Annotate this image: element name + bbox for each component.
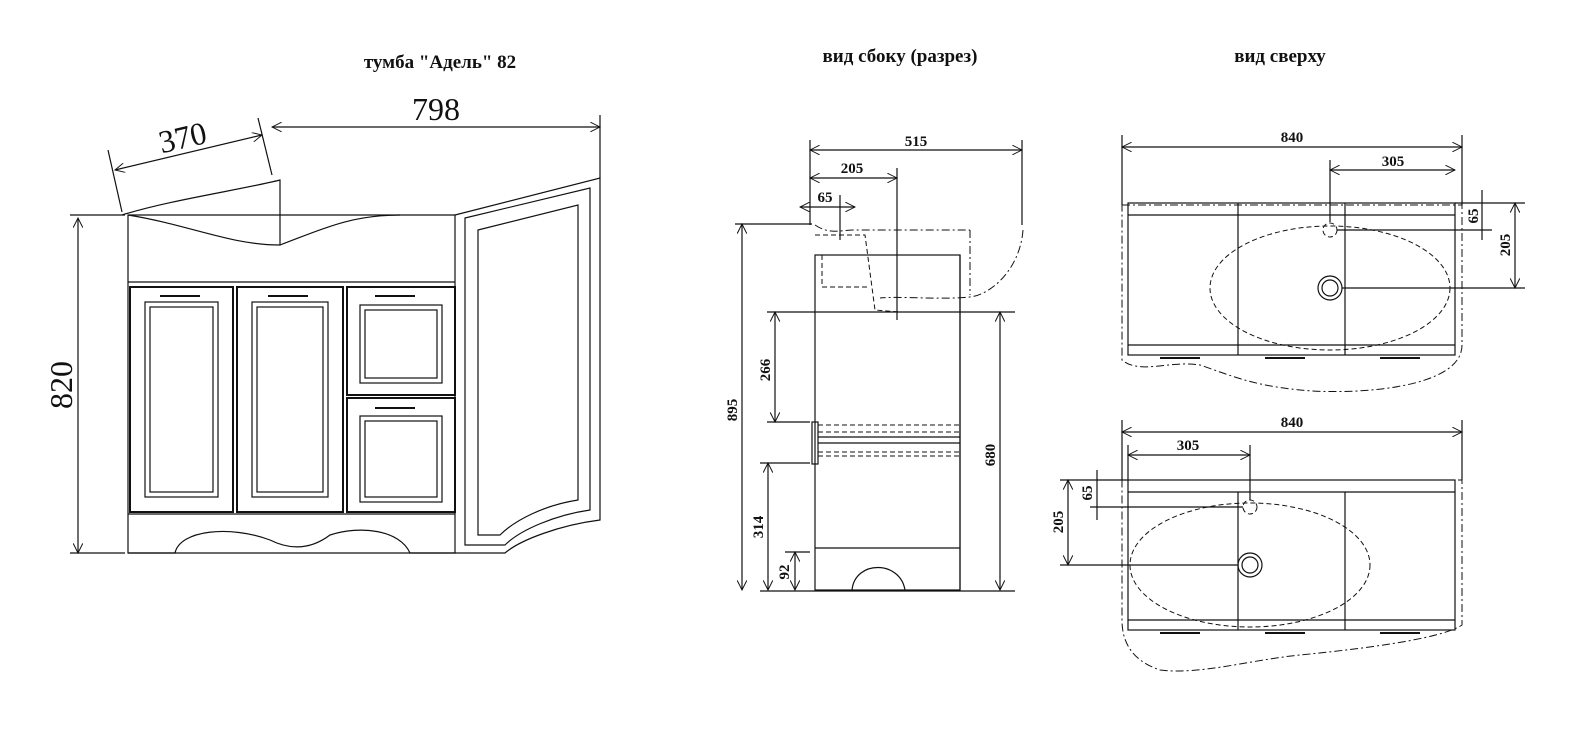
- side-plinth-dimension: 92: [777, 565, 793, 580]
- side-total-height-dimension: 895: [725, 399, 741, 422]
- top2-offset-dimension: 305: [1177, 438, 1200, 454]
- top-view-left-sink: 840 305 65 205: [1051, 415, 1462, 672]
- door-left: [129, 286, 234, 513]
- top-view-right-sink: 840 305 65 205: [1122, 130, 1525, 393]
- side-drain-dimension: 205: [841, 161, 864, 177]
- drawer-top: [346, 286, 456, 396]
- front-view-title: тумба "Адель" 82: [364, 52, 516, 73]
- side-view: 515 205 65 895 266 314 92 680: [725, 134, 1024, 592]
- side-siphon-dimension: 266: [758, 358, 774, 381]
- side-depth-dimension: 515: [905, 134, 928, 150]
- top2-width-dimension: 840: [1281, 415, 1304, 431]
- front-height-dimension: 820: [43, 361, 79, 409]
- front-depth-dimension: 370: [155, 114, 210, 160]
- side-shelf-height-dimension: 314: [751, 515, 767, 538]
- side-view-title: вид сбоку (разрез): [823, 46, 978, 67]
- side-cabinet-height-dimension: 680: [983, 444, 999, 467]
- top1-tap-dimension: 65: [1466, 209, 1482, 224]
- top1-offset-dimension: 305: [1382, 154, 1405, 170]
- front-width-dimension: 798: [412, 91, 460, 127]
- top1-drain-dimension: 205: [1498, 234, 1514, 257]
- top2-drain-dimension: 205: [1051, 511, 1067, 534]
- front-view: 370 798 820: [43, 91, 600, 553]
- top2-tap-dimension: 65: [1080, 486, 1096, 501]
- door-middle: [236, 286, 344, 513]
- top1-width-dimension: 840: [1281, 130, 1304, 146]
- side-tap-dimension: 65: [818, 190, 833, 206]
- drawer-bottom: [346, 397, 456, 513]
- top-view-title: вид сверху: [1234, 46, 1326, 67]
